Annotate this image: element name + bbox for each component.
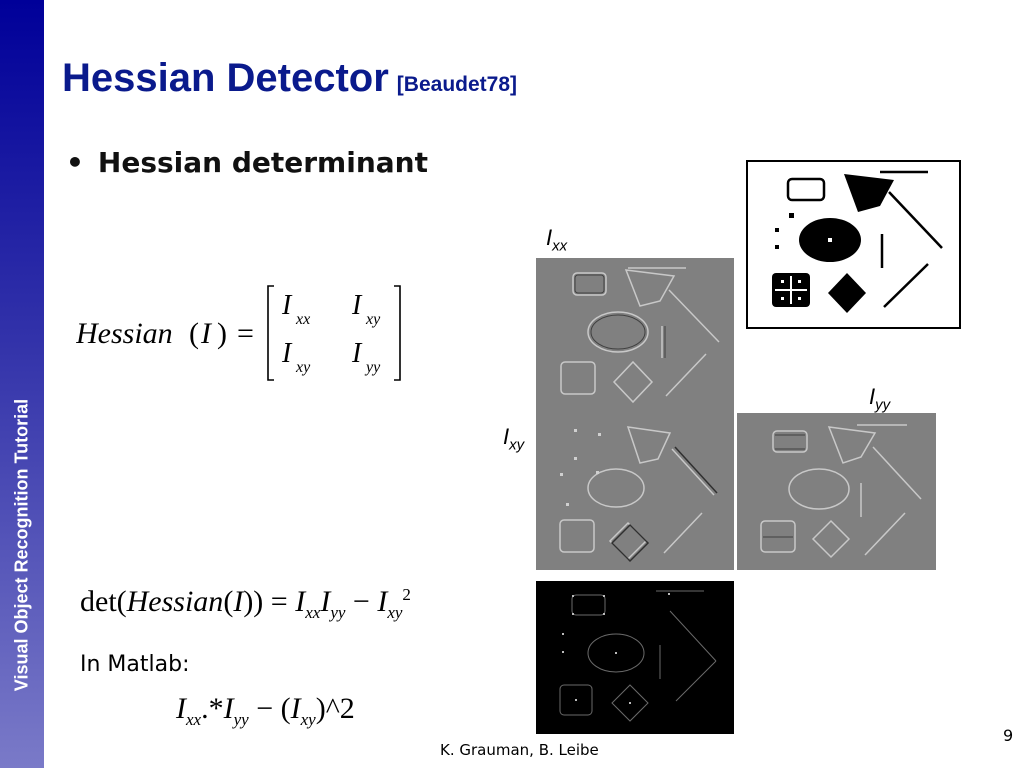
hessian-close-paren: ) <box>217 317 227 350</box>
ixx-label: Ixx <box>546 225 568 255</box>
matrix-left-bracket <box>267 285 274 381</box>
entry-21-var: I <box>281 338 293 369</box>
entry-22-var: I <box>351 338 363 369</box>
ixy-image <box>536 413 734 570</box>
hessian-open-paren: ( <box>189 317 199 350</box>
iyy-image <box>737 413 936 570</box>
bullet-dot-icon: • <box>66 146 84 179</box>
entry-12-sub: xy <box>365 311 381 328</box>
determinant-equation: det(Hessian(I)) = IxxIyy − Ixy2 <box>80 585 411 622</box>
hessian-determinant-image <box>536 581 734 734</box>
hessian-arg: I <box>200 317 213 350</box>
page-number: 9 <box>1003 726 1014 745</box>
equals-sign: = <box>237 317 254 350</box>
matrix-right-bracket <box>394 285 401 381</box>
title-text: Hessian Detector <box>62 56 389 100</box>
ixx-image <box>536 258 734 413</box>
matlab-label: In Matlab: <box>80 652 190 677</box>
entry-12-var: I <box>351 290 363 321</box>
sidebar: Visual Object Recognition Tutorial <box>0 0 44 768</box>
iyy-label: Iyy <box>869 384 891 414</box>
entry-21-sub: xy <box>295 359 311 376</box>
hessian-lhs: Hessian <box>76 317 173 350</box>
entry-22-sub: yy <box>364 359 381 376</box>
ixy-label: Ixy <box>503 424 525 454</box>
slide-title: Hessian Detector [Beaudet78] <box>62 56 517 101</box>
bullet-item: • Hessian determinant <box>66 146 428 179</box>
matlab-expression: Ixx.*Iyy − (Ixy)^2 <box>176 692 355 729</box>
hessian-matrix-equation: Hessian ( I ) = I xx I xy I xy I yy <box>76 285 401 381</box>
footer-authors: K. Grauman, B. Leibe <box>440 741 599 759</box>
sidebar-label: Visual Object Recognition Tutorial <box>11 398 32 692</box>
citation: [Beaudet78] <box>396 73 517 96</box>
bullet-text: Hessian determinant <box>97 146 428 179</box>
entry-11-var: I <box>281 290 293 321</box>
original-test-image <box>746 160 961 329</box>
entry-11-sub: xx <box>295 311 310 328</box>
